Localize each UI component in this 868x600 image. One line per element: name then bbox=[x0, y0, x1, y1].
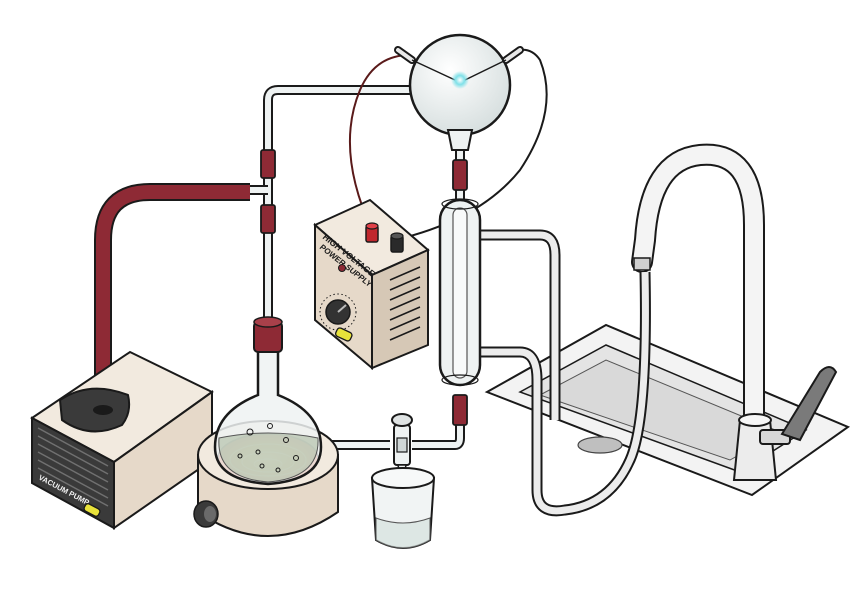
power-led-icon bbox=[338, 264, 346, 272]
bubbles bbox=[237, 423, 299, 473]
condenser bbox=[438, 198, 482, 387]
power-supply: HIGH VOLTAGE POWER SUPPLY bbox=[313, 198, 430, 371]
stopcock-handle-icon bbox=[391, 413, 413, 427]
pump-switch[interactable] bbox=[83, 503, 101, 518]
spark-chamber bbox=[394, 33, 524, 151]
faucet bbox=[631, 143, 838, 481]
power-supply-vents bbox=[389, 266, 421, 341]
black-terminal-icon[interactable] bbox=[390, 232, 404, 253]
red-terminal-icon[interactable] bbox=[365, 222, 379, 243]
faucet-handle[interactable] bbox=[780, 366, 838, 442]
spark-glow bbox=[451, 71, 469, 89]
heater-knob[interactable] bbox=[193, 500, 219, 528]
vacuum-hose bbox=[94, 183, 250, 405]
power-switch[interactable] bbox=[334, 327, 353, 342]
condenser-hoses bbox=[478, 229, 651, 517]
sink-drain bbox=[577, 436, 623, 454]
power-knob[interactable] bbox=[319, 293, 357, 331]
collection-beaker bbox=[370, 467, 436, 549]
boiling-flask bbox=[213, 316, 323, 486]
rubber-connectors bbox=[260, 149, 468, 426]
pump-vents bbox=[37, 427, 109, 507]
vacuum-pump: VACUUM PUMP bbox=[30, 350, 214, 530]
